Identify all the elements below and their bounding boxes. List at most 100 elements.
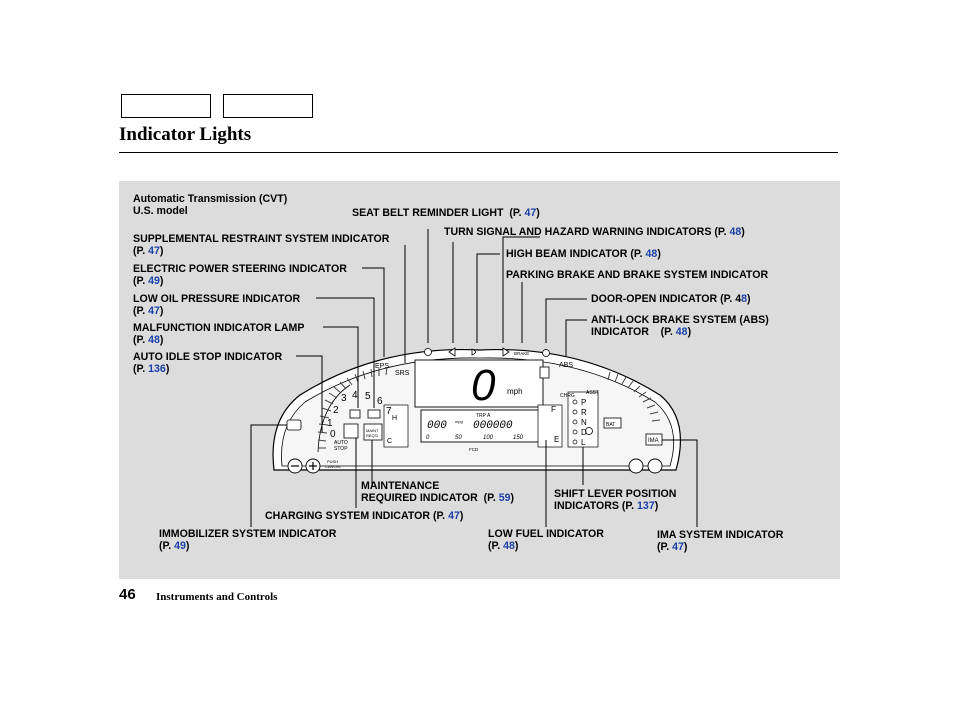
auto-stop-text-1: AUTO [334,440,348,446]
fuel-gauge [537,404,563,448]
label-turn-signal: TURN SIGNAL AND HAZARD WARNING INDICATOR… [444,226,745,238]
check-engine-icon [349,409,361,419]
temp-gauge [383,404,409,448]
page-ref-link[interactable]: 137 [637,500,655,512]
door-open-icon [539,366,550,379]
label-text: PARKING BRAKE AND BRAKE SYSTEM INDICATOR [506,269,769,281]
label-high-beam: HIGH BEAM INDICATOR (P. 48) [506,248,661,260]
scale-100: 100 [483,435,494,441]
label-text: LOW OIL PRESSURE INDICATOR [133,293,301,305]
label-text-2: INDICATORS [554,500,619,512]
speed-value: 0 [471,361,496,410]
trip-display [420,409,542,443]
ima-text: IMA [648,438,659,444]
label-seat-belt: SEAT BELT REMINDER LIGHT (P. 47) [352,207,540,219]
nav-tab-1[interactable] [121,94,211,118]
page-ref-link[interactable]: 47 [148,245,160,257]
label-ref-suffix: ) [459,510,464,522]
label-charging: CHARGING SYSTEM INDICATOR (P. 47) [265,510,463,522]
label-text: SUPPLEMENTAL RESTRAINT SYSTEM INDICATOR [133,233,390,245]
page-ref-link[interactable]: 49 [174,540,186,552]
maintenance-icon [363,423,383,441]
maint-text-2: REQ'D [366,433,378,438]
label-ref-suffix: ) [185,540,190,552]
label-text: CHARGING SYSTEM INDICATOR [265,510,430,522]
scale-50: 50 [455,435,462,441]
page-ref-link[interactable]: 48 [503,540,515,552]
label-text: IMMOBILIZER SYSTEM INDICATOR [159,528,337,540]
scale-0: 0 [426,435,430,441]
label-text: MAINTENANCE [361,480,440,492]
chrg-text: CHRG [560,393,575,399]
label-ref-prefix: (P. [488,540,504,552]
page-ref-link[interactable]: 47 [672,541,684,553]
door-ajar-icon [542,349,550,357]
label-ref-suffix: ) [687,326,692,338]
shift-indicator-panel [567,391,599,448]
label-text-2: REQUIRED INDICATOR [361,492,478,504]
model-note: Automatic Transmission (CVT) U.S. model [133,193,287,217]
label-text: HIGH BEAM INDICATOR [506,248,628,260]
label-ref-prefix: (P. 4 [720,293,742,305]
turn-left-icon [448,347,456,357]
tach-1: 1 [327,418,333,429]
tach-2: 2 [333,405,339,416]
ima-gauge-arc [607,371,661,422]
eps-text: EPS [375,363,389,370]
seat-belt-icon [424,348,432,356]
label-eps: ELECTRIC POWER STEERING INDICATOR (P. 49… [133,263,347,287]
page-ref-link[interactable]: 47 [524,207,537,219]
speedometer-display [414,359,544,408]
high-beam-icon [471,348,476,356]
page-ref-link[interactable]: 48 [148,334,160,346]
label-text: TURN SIGNAL AND HAZARD WARNING INDICATOR… [444,226,712,238]
label-ref-prefix: (P. [621,500,638,512]
label-ref-suffix: ) [514,540,519,552]
mpg-value: 000 [427,420,447,432]
page-ref-link[interactable]: 47 [148,305,160,317]
label-text: AUTO IDLE STOP INDICATOR [133,351,283,363]
trip-button[interactable] [628,458,644,474]
gear-n: N [581,418,587,427]
label-maintenance: MAINTENANCE REQUIRED INDICATOR (P. 59) [361,480,514,504]
scale-150: 150 [513,435,524,441]
push-text: PUSH [327,459,338,464]
tach-6: 6 [377,396,383,407]
label-low-fuel: LOW FUEL INDICATOR (P. 48) [488,528,604,552]
bat-text: BAT [606,422,615,428]
d-light-icon [585,427,593,435]
page-ref-link[interactable]: 59 [498,492,511,504]
label-text: ELECTRIC POWER STEERING INDICATOR [133,263,347,275]
label-ref-suffix: ) [165,363,170,375]
label-ref-suffix: ) [510,492,515,504]
page-ref-link[interactable]: 48 [729,226,742,238]
label-oil-pressure: LOW OIL PRESSURE INDICATOR (P. 47) [133,293,300,317]
label-ref-prefix: (P. [657,541,673,553]
page-ref-link[interactable]: 48 [675,326,688,338]
temp-h-text: H [392,415,397,422]
page-ref-link[interactable]: 136 [148,363,166,375]
cancel-text: CANCEL [325,464,342,469]
fcd-text: FCD [469,447,479,452]
tach-5: 5 [365,391,371,402]
label-ref-suffix: ) [159,334,164,346]
label-text: SEAT BELT REMINDER LIGHT [352,207,504,219]
page-ref-link[interactable]: 48 [645,248,658,260]
auto-stop-text-2: STOP [334,446,348,452]
label-ref-prefix: (P. [133,305,149,317]
temp-c-text: C [387,438,392,445]
tach-4: 4 [352,390,358,401]
label-mil: MALFUNCTION INDICATOR LAMP (P. 48) [133,322,304,346]
page-ref-link[interactable]: 47 [448,510,460,522]
label-ima: IMA SYSTEM INDICATOR (P. 47) [657,529,783,553]
tach-3: 3 [341,393,347,404]
display-button[interactable] [647,458,663,474]
label-text: IMA SYSTEM INDICATOR [657,529,784,541]
page-ref-link[interactable]: 49 [148,275,160,287]
label-ref-suffix: ) [536,207,540,219]
label-ref-suffix: ) [747,293,751,305]
page-ref-link[interactable]: 8 [741,293,748,305]
title-rule [119,152,838,153]
label-ref-suffix: ) [741,226,745,238]
nav-tab-2[interactable] [223,94,313,118]
